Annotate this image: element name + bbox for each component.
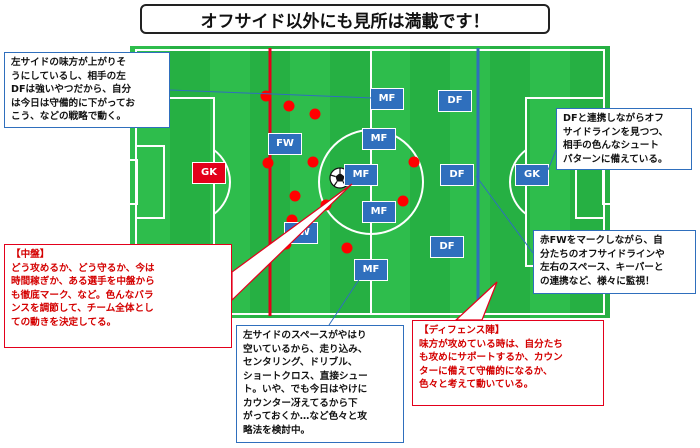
- note-top-left-text: 左サイドの味方が上がりそ うにしているし、相手の左 DFは強いやつだから、自分 …: [11, 57, 135, 122]
- red-player: [283, 100, 295, 112]
- red-goalkeeper: GK: [192, 162, 226, 184]
- page-title: オフサイド以外にも見所は満載です！: [140, 4, 550, 34]
- red-player: [289, 190, 301, 202]
- note-midfield-body: どう攻めるか、どう守るか、今は 時間稼ぎか、ある選手を中盤から も徹底マーク、な…: [11, 262, 155, 328]
- red-player: [262, 157, 274, 169]
- note-right-middle: 赤FWをマークしながら、自 分たちのオフサイドラインや 左右のスペース、キーパー…: [533, 230, 696, 294]
- red-player: [320, 199, 332, 211]
- blue-goalkeeper: GK: [515, 164, 549, 186]
- red-player: [307, 156, 319, 168]
- note-bottom-center-text: 左サイドのスペースがやはり 空いているから、走り込み、 センタリング、ドリブル、…: [243, 330, 368, 436]
- red-player: [397, 195, 409, 207]
- blue-fw-bottom: FW: [284, 222, 318, 244]
- note-right-middle-text: 赤FWをマークしながら、自 分たちのオフサイドラインや 左右のスペース、キーパー…: [540, 235, 665, 287]
- blue-mf-center: MF: [362, 201, 396, 223]
- red-player: [260, 90, 272, 102]
- blue-df-top: DF: [438, 90, 472, 112]
- blue-mf-top: MF: [370, 88, 404, 110]
- red-player: [309, 108, 321, 120]
- blue-mf-ball: MF: [344, 164, 378, 186]
- note-bottom-center: 左サイドのスペースがやはり 空いているから、走り込み、 センタリング、ドリブル、…: [236, 325, 404, 443]
- note-top-right-text: DFと連携しながらオフ サイドラインを見つつ、 相手の色んなシュート パターンに…: [563, 113, 669, 165]
- note-defense-body: 味方が攻めている時は、自分たち も攻めにサポートするか、カウン ターに備えて守備…: [419, 338, 563, 391]
- note-defense: 【ディフェンス陣】 味方が攻めている時は、自分たち も攻めにサポートするか、カウ…: [412, 320, 604, 406]
- blue-df-middle: DF: [440, 164, 474, 186]
- red-player: [408, 156, 420, 168]
- blue-mf-bottom: MF: [354, 259, 388, 281]
- blue-fw-top: FW: [268, 133, 302, 155]
- note-midfield: 【中盤】 どう攻めるか、どう守るか、今は 時間稼ぎか、ある選手を中盤から も徹底…: [4, 244, 232, 348]
- note-top-right: DFと連携しながらオフ サイドラインを見つつ、 相手の色んなシュート パターンに…: [556, 108, 692, 170]
- blue-mf-center-top: MF: [362, 128, 396, 150]
- note-defense-title: 【ディフェンス陣】: [419, 325, 505, 336]
- note-midfield-title: 【中盤】: [11, 249, 50, 260]
- left-goal: [128, 159, 138, 205]
- blue-df-bottom: DF: [430, 236, 464, 258]
- note-top-left: 左サイドの味方が上がりそ うにしているし、相手の左 DFは強いやつだから、自分 …: [4, 52, 170, 128]
- red-player: [341, 242, 353, 254]
